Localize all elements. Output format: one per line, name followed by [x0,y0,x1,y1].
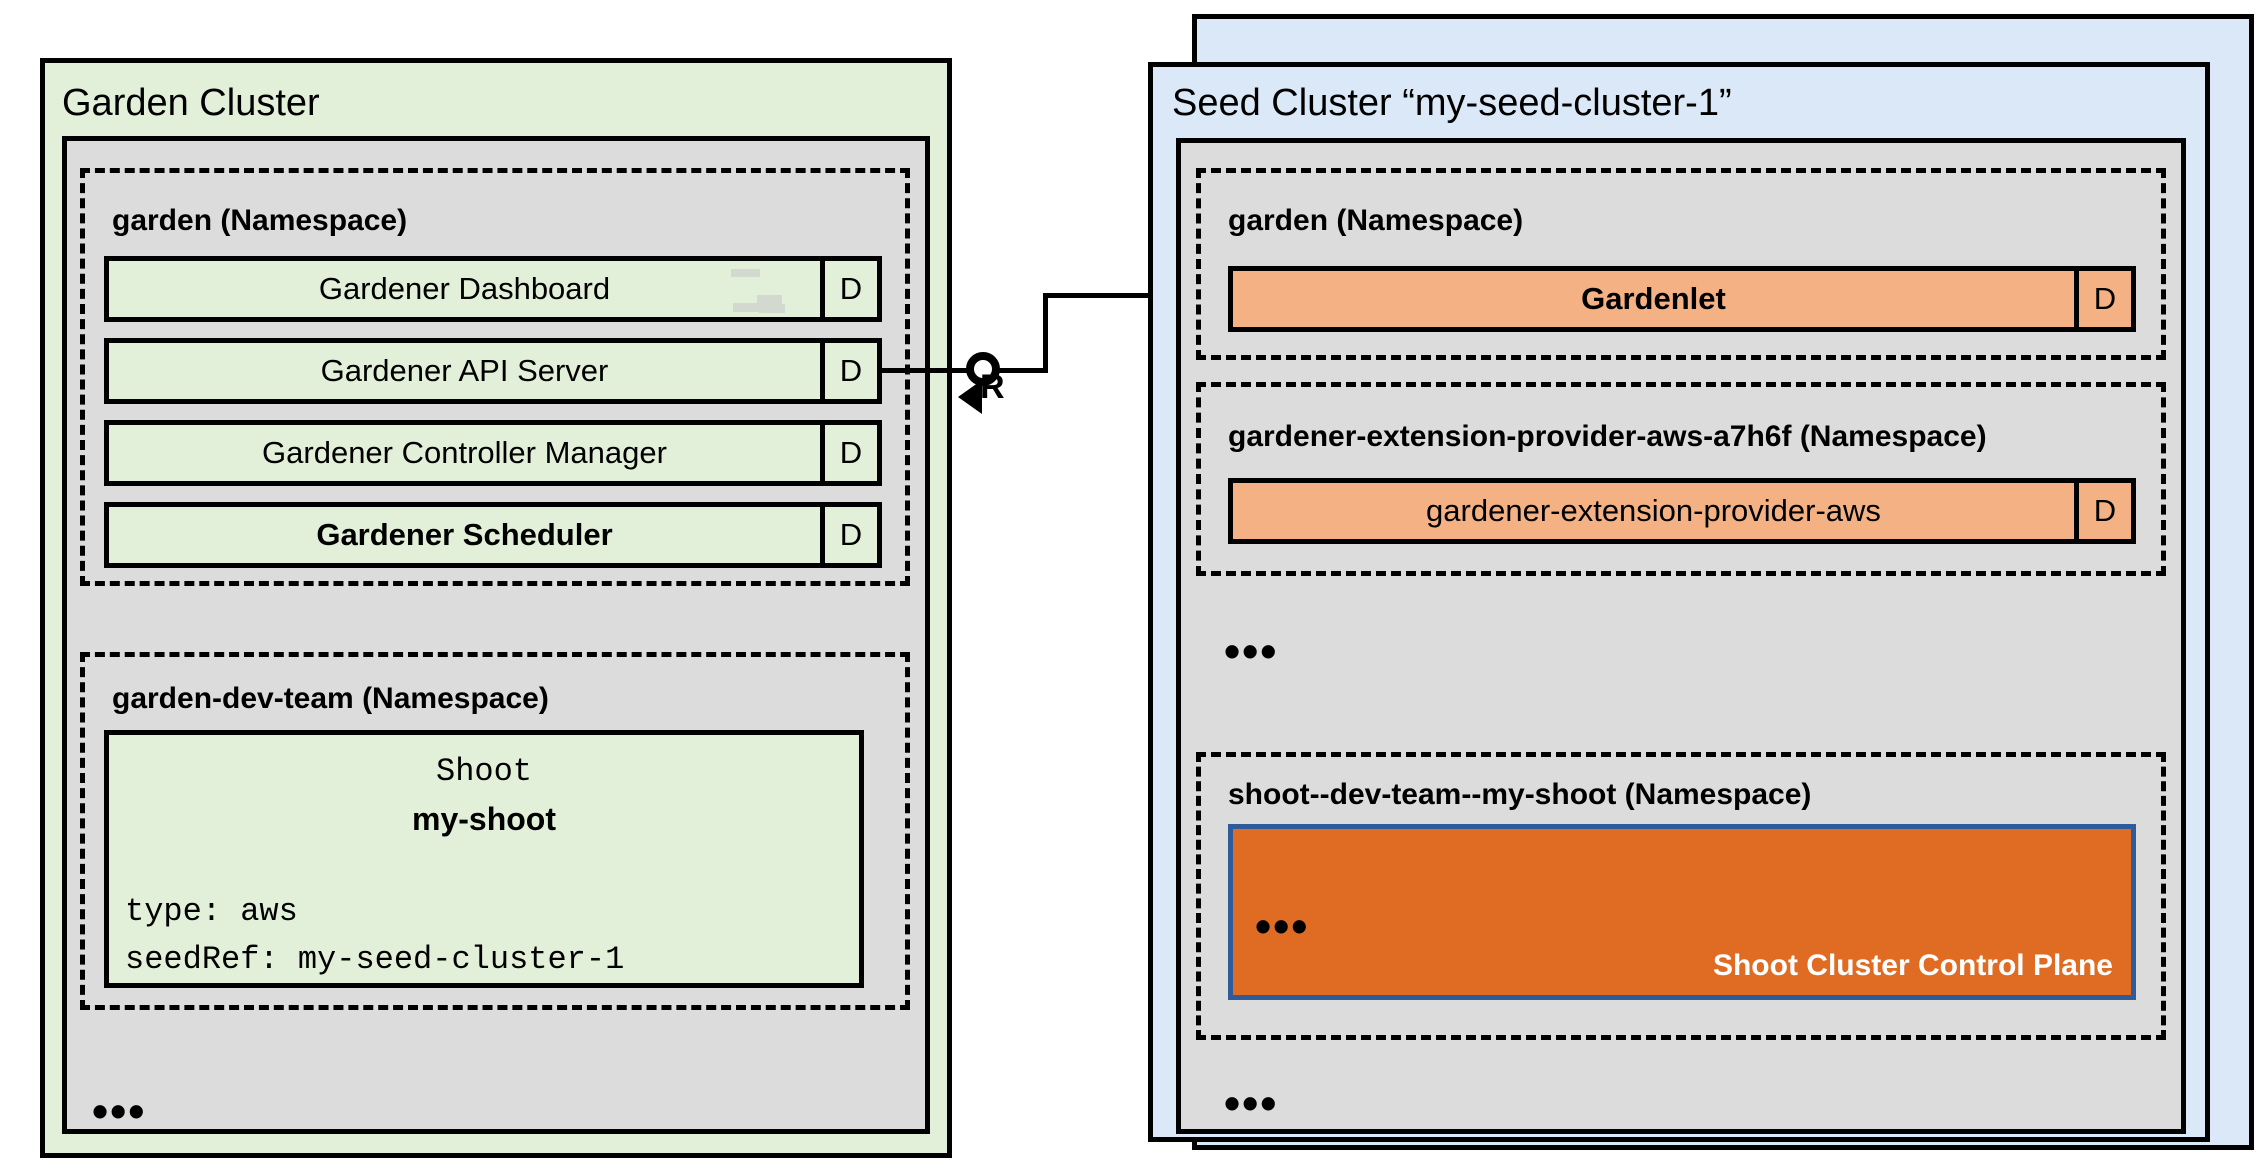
garden-cluster-title: Garden Cluster [62,82,320,124]
connector-relationship-label: R [980,368,1005,406]
shoot-resource-kind: Shoot [435,753,532,790]
component-gardenlet-label: Gardenlet [1233,271,2074,327]
seed-namespace-shoot-dev-team-my-shoot-label: shoot--dev-team--my-shoot (Namespace) [1228,778,1812,811]
seed-namespace-garden [1196,168,2166,360]
component-gardener-extension-provider-aws[interactable]: gardener-extension-provider-aws D [1228,478,2136,544]
dashboard-artifact-mark-2 [757,295,782,304]
component-gardenlet[interactable]: Gardenlet D [1228,266,2136,332]
shoot-resource-card[interactable]: Shoot my-shoot type: aws seedRef: my-see… [104,730,864,988]
dashboard-artifact-mark-1 [731,269,760,277]
seed-namespace-extension-provider-aws [1196,382,2166,576]
component-gardener-controller-manager[interactable]: Gardener Controller Manager D [104,420,882,486]
component-gardener-extension-provider-aws-label: gardener-extension-provider-aws [1233,483,2074,539]
component-gardener-dashboard-label: Gardener Dashboard [109,261,820,317]
dashboard-artifact-mark-4 [759,304,785,313]
seed-namespace-shoot-dev-team-my-shoot [1196,752,2166,1040]
component-gardener-scheduler-label: Gardener Scheduler [109,507,820,563]
component-gardener-api-server-badge: D [820,343,877,399]
connector-segment-right [1043,293,1221,298]
component-gardenlet-badge: D [2074,271,2131,327]
connector-segment-mid [998,368,1048,373]
garden-namespace-garden-label: garden (Namespace) [112,204,408,237]
shoot-resource-field-seedref: seedRef: my-seed-cluster-1 [125,941,625,978]
seed-cluster-more-indicator-bottom: ••• [1224,1077,1279,1129]
component-gardener-scheduler-badge: D [820,507,877,563]
shoot-cluster-control-plane-caption: Shoot Cluster Control Plane [1712,949,2113,982]
shoot-resource-field-type: type: aws [125,893,298,930]
garden-namespace-dev-team-label: garden-dev-team (Namespace) [112,682,549,715]
shoot-resource-name: my-shoot [412,801,556,837]
shoot-cluster-control-plane-more-indicator: ••• [1255,900,1310,952]
shoot-cluster-control-plane[interactable]: ••• Shoot Cluster Control Plane [1228,824,2136,1000]
component-gardener-api-server[interactable]: Gardener API Server D [104,338,882,404]
connector-segment-vertical [1043,293,1048,373]
seed-namespace-garden-label: garden (Namespace) [1228,204,1524,237]
garden-namespace-dev-team [80,652,910,1010]
connector-endpoint-circle [966,352,1000,386]
garden-cluster-more-indicator: ••• [92,1085,147,1137]
component-gardener-dashboard-badge: D [820,261,877,317]
garden-namespace-garden [80,168,910,586]
component-gardener-dashboard[interactable]: Gardener Dashboard D [104,256,882,322]
component-gardener-controller-manager-label: Gardener Controller Manager [109,425,820,481]
component-gardener-api-server-label: Gardener API Server [109,343,820,399]
seed-namespace-extension-provider-aws-label: gardener-extension-provider-aws-a7h6f (N… [1228,420,1987,453]
component-gardener-scheduler[interactable]: Gardener Scheduler D [104,502,882,568]
component-gardener-controller-manager-badge: D [820,425,877,481]
seed-cluster-more-indicator-middle: ••• [1224,625,1279,677]
component-gardener-extension-provider-aws-badge: D [2074,483,2131,539]
connector-segment-left [882,368,982,373]
dashboard-artifact-mark-3 [733,303,765,312]
connector-arrow-icon [958,380,982,414]
seed-cluster-title: Seed Cluster “my-seed-cluster-1” [1172,82,1732,124]
